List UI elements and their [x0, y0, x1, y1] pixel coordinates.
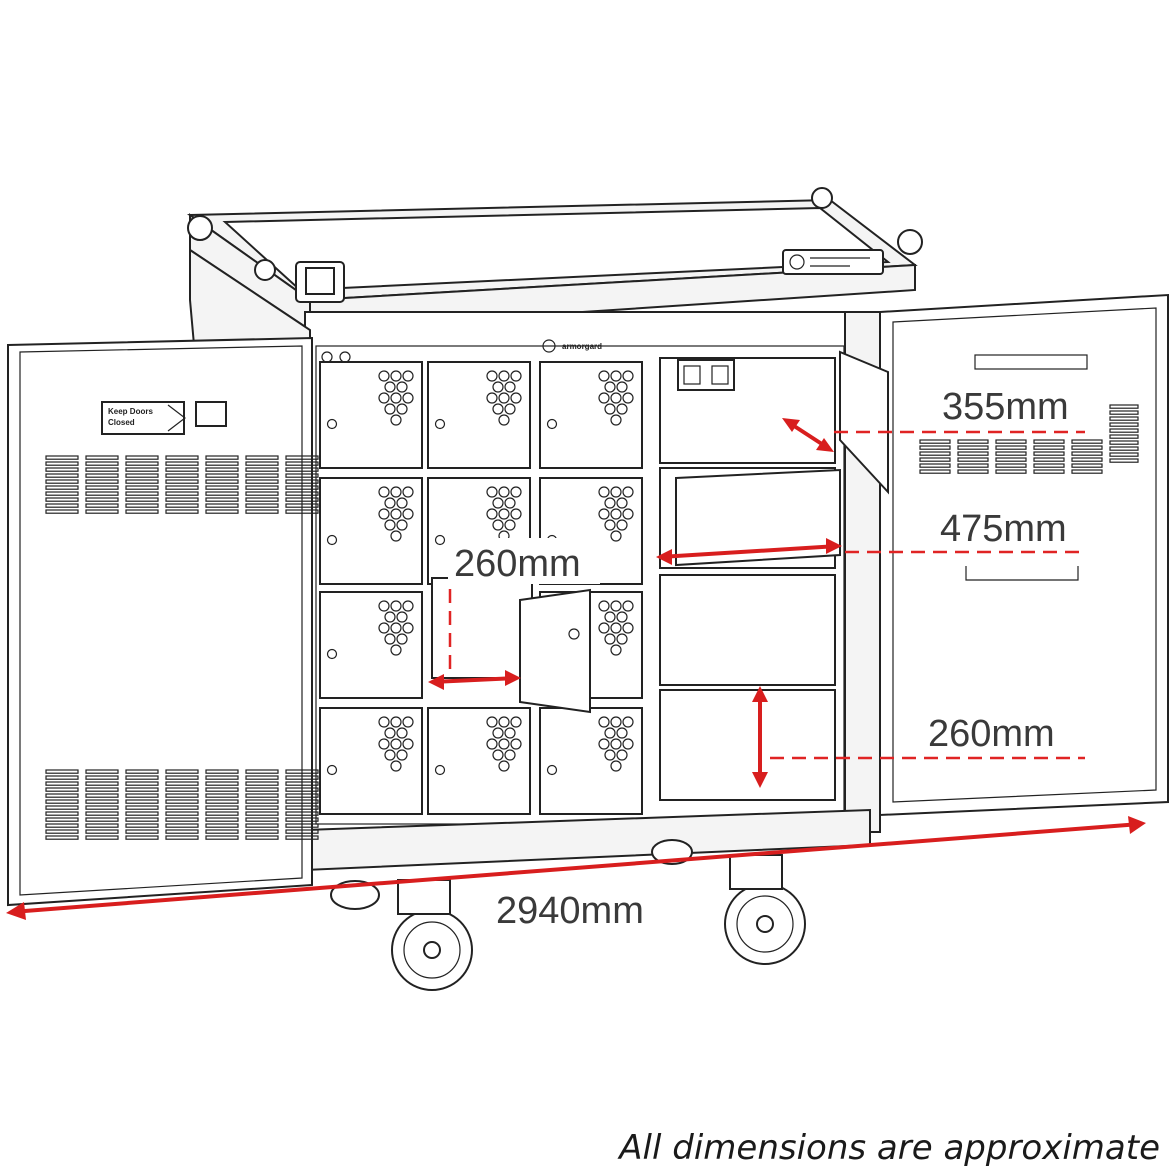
- lock-icon: [326, 418, 338, 430]
- lock-icon: [546, 418, 558, 430]
- vent-holes-icon: [378, 486, 414, 542]
- vent-grille: [919, 439, 1103, 474]
- footnote: All dimensions are approximate: [619, 1128, 1160, 1168]
- left-door: Keep Doors Closed: [7, 336, 319, 907]
- lifting-eye-icon: [254, 259, 276, 281]
- svg-text:Keep Doors: Keep Doors: [108, 407, 153, 416]
- locker-door: [539, 361, 643, 469]
- keypad-icon: [195, 401, 227, 427]
- large-locker: [659, 574, 836, 686]
- right-door: [879, 293, 1169, 817]
- lifting-eye-icon: [897, 229, 923, 255]
- svg-text:Closed: Closed: [108, 418, 135, 427]
- dimension-label-depth: 355mm: [942, 386, 1069, 428]
- brand-logo-icon: [542, 339, 556, 353]
- open-small-locker: [431, 577, 591, 714]
- lifting-eye-icon: [811, 187, 833, 209]
- locker-door: [427, 361, 531, 469]
- vent-grille: [45, 769, 319, 840]
- locker-door: [319, 477, 423, 585]
- lifting-eye-icon: [187, 215, 213, 241]
- dim-arrow-small-width: [431, 676, 518, 684]
- locker-door: [319, 707, 423, 815]
- open-large-door: [675, 468, 841, 567]
- dim-arrow-overall: [11, 822, 1141, 914]
- vent-holes-icon: [378, 600, 414, 656]
- dimension-label-small-width: 260mm: [454, 543, 581, 585]
- vent-holes-icon: [598, 486, 634, 542]
- vent-holes-icon: [378, 716, 414, 772]
- lock-icon: [434, 534, 446, 546]
- vent-holes-icon: [486, 486, 522, 542]
- vent-grille: [45, 455, 319, 514]
- front-brand-label: armorgard: [562, 342, 602, 351]
- cabinet-lid: [186, 187, 923, 332]
- lid-brand-plate: [782, 249, 884, 275]
- locker-door: [319, 591, 423, 699]
- vent-holes-icon: [486, 370, 522, 426]
- locker-door: [539, 707, 643, 815]
- vent-grille: [1109, 404, 1139, 463]
- lock-icon: [326, 648, 338, 660]
- dimension-label-height: 260mm: [928, 713, 1055, 755]
- power-socket-icon: [677, 359, 735, 391]
- vent-holes-icon: [486, 716, 522, 772]
- lock-icon: [434, 764, 446, 776]
- large-locker: [659, 689, 836, 801]
- open-top-door: [839, 350, 889, 495]
- lock-icon: [326, 534, 338, 546]
- dimension-label-overall: 2940mm: [496, 890, 644, 932]
- castors: [330, 839, 806, 991]
- lock-icon: [326, 764, 338, 776]
- vent-holes-icon: [378, 370, 414, 426]
- locker-door: [319, 361, 423, 469]
- locker-door: [427, 707, 531, 815]
- vent-holes-icon: [598, 370, 634, 426]
- large-compartments: [659, 357, 841, 801]
- lock-icon: [546, 764, 558, 776]
- vent-holes-icon: [598, 600, 634, 656]
- lock-icon: [434, 418, 446, 430]
- dimension-label-width: 475mm: [940, 508, 1067, 550]
- dim-arrow-width: [659, 544, 839, 559]
- vent-holes-icon: [598, 716, 634, 772]
- dimension-lines: [6, 418, 1146, 920]
